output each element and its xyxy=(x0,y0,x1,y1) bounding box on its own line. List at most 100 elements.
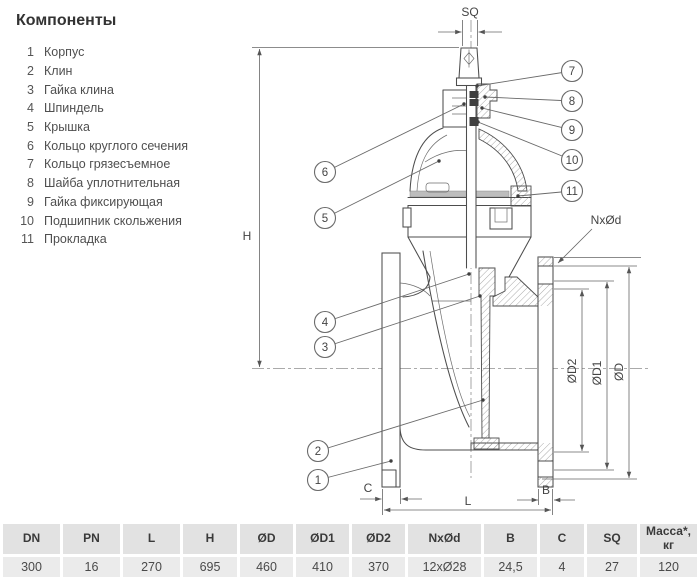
spec-col-header: ØD1 xyxy=(296,524,349,554)
wedge xyxy=(473,267,500,450)
components-title: Компоненты xyxy=(16,12,117,29)
component-item-1: 1 Корпус xyxy=(16,43,266,62)
component-item-7: 7 Кольцо грязесъемное xyxy=(16,155,266,174)
spec-col-header: C xyxy=(540,524,584,554)
spec-value: 24,5 xyxy=(484,557,537,577)
callout-number: 1 xyxy=(315,475,321,487)
spec-col-header: H xyxy=(183,524,237,554)
spec-value: 410 xyxy=(296,557,349,577)
callout-number: 11 xyxy=(566,186,578,198)
callout-balloon-5: 5 xyxy=(313,159,441,230)
spec-value: 12xØ28 xyxy=(408,557,481,577)
callout-balloon-11: 11 xyxy=(516,179,584,203)
component-number: 5 xyxy=(27,120,34,135)
callout-balloon-1: 1 xyxy=(306,459,393,492)
dim-label-od2: ØD2 xyxy=(565,358,579,383)
spec-col-header: L xyxy=(123,524,180,554)
spec-col-header: SQ xyxy=(587,524,637,554)
spec-value: 695 xyxy=(183,557,237,577)
component-item-4: 4 Шпиндель xyxy=(16,99,266,118)
callout-number: 3 xyxy=(322,342,328,354)
component-label: Гайка фиксирующая xyxy=(44,194,163,209)
component-label: Шпиндель xyxy=(44,101,104,116)
spec-value: 120 xyxy=(640,557,697,577)
component-label: Крышка xyxy=(44,120,90,135)
dim-label-h: H xyxy=(243,229,252,243)
spec-col-header: NxØd xyxy=(408,524,481,554)
component-item-9: 9 Гайка фиксирующая xyxy=(16,193,266,212)
component-number: 3 xyxy=(27,82,34,97)
spec-col-header: DN xyxy=(3,524,60,554)
dimensions xyxy=(252,20,641,515)
callout-balloon-9: 9 xyxy=(480,106,584,142)
component-label: Кольцо круглого сечения xyxy=(44,138,189,153)
callout-number: 10 xyxy=(566,155,579,167)
component-number: 8 xyxy=(27,176,34,191)
dim-label-b: B xyxy=(542,483,550,497)
component-number: 4 xyxy=(27,101,34,116)
component-label: Шайба уплотнительная xyxy=(44,176,180,191)
callout-balloon-10: 10 xyxy=(476,120,584,172)
component-label: Прокладка xyxy=(44,232,107,247)
component-item-2: 2 Клин xyxy=(16,62,266,81)
spec-value: 300 xyxy=(3,557,60,577)
callout-balloon-8: 8 xyxy=(483,89,584,113)
components-list: 1 Корпус 2 Клин 3 Гайка клина 4 Шпиндель 5 Крышка… xyxy=(16,43,266,249)
component-item-5: 5 Крышка xyxy=(16,118,266,137)
component-item-6: 6 Кольцо круглого сечения xyxy=(16,136,266,155)
component-number: 6 xyxy=(27,138,34,153)
spec-value: 27 xyxy=(587,557,637,577)
centerlines xyxy=(252,20,648,478)
component-item-3: 3 Гайка клина xyxy=(16,80,266,99)
component-number: 10 xyxy=(20,213,34,228)
callout-number: 5 xyxy=(322,213,328,225)
component-label: Клин xyxy=(44,64,73,79)
component-label: Подшипник скольжения xyxy=(44,213,182,228)
callout-number: 9 xyxy=(569,125,575,137)
component-number: 7 xyxy=(27,157,34,172)
callout-balloon-6: 6 xyxy=(313,102,466,184)
spec-value: 460 xyxy=(240,557,293,577)
spec-col-header: B xyxy=(484,524,537,554)
component-item-11: 11 Прокладка xyxy=(16,230,266,249)
callout-balloon-4: 4 xyxy=(313,272,471,334)
spec-col-header: Масса*, кг xyxy=(640,524,697,554)
spec-col-header: ØD xyxy=(240,524,293,554)
dim-label-od1: ØD1 xyxy=(590,360,604,385)
component-item-10: 10 Подшипник скольжения xyxy=(16,211,266,230)
callout-number: 6 xyxy=(322,167,328,179)
spec-value: 16 xyxy=(63,557,120,577)
component-label: Гайка клина xyxy=(44,82,114,97)
dimension-labels: SQ H NxØd ØD2 ØD1 ØD C L B xyxy=(243,5,626,508)
spec-col-header: ØD2 xyxy=(352,524,405,554)
callout-number: 2 xyxy=(315,446,321,458)
spec-value: 270 xyxy=(123,557,180,577)
component-number: 9 xyxy=(27,194,34,209)
component-item-8: 8 Шайба уплотнительная xyxy=(16,174,266,193)
dim-label-c: C xyxy=(364,481,373,495)
dim-label-nxod: NxØd xyxy=(591,213,622,227)
dim-label-od: ØD xyxy=(612,363,626,381)
callout-balloon-2: 2 xyxy=(306,398,485,463)
callout-number: 4 xyxy=(322,317,329,329)
valve-body xyxy=(381,250,554,488)
stem-assembly xyxy=(442,47,498,269)
callout-balloons: 1 2 3 4 5 6 7 8 9 10 11 xyxy=(306,59,584,492)
dim-label-l: L xyxy=(465,494,472,508)
callout-balloon-3: 3 xyxy=(313,294,482,359)
components-legend: Компоненты 1 Корпус 2 Клин 3 Гайка клина 4 Шпин… xyxy=(16,12,266,249)
component-label: Кольцо грязесъемное xyxy=(44,157,171,172)
callout-number: 7 xyxy=(569,66,575,78)
component-number: 1 xyxy=(27,45,34,60)
component-number: 2 xyxy=(27,64,34,79)
callout-number: 8 xyxy=(569,96,575,108)
callout-balloon-7: 7 xyxy=(475,59,584,88)
spec-value: 370 xyxy=(352,557,405,577)
dim-label-sq: SQ xyxy=(461,5,478,19)
component-number: 11 xyxy=(21,232,34,247)
component-label: Корпус xyxy=(44,45,85,60)
spec-value: 4 xyxy=(540,557,584,577)
valve-drawing: SQ H NxØd ØD2 ØD1 ØD C L B 1 2 3 4 5 6 7 8 9 10 11 xyxy=(243,5,648,515)
